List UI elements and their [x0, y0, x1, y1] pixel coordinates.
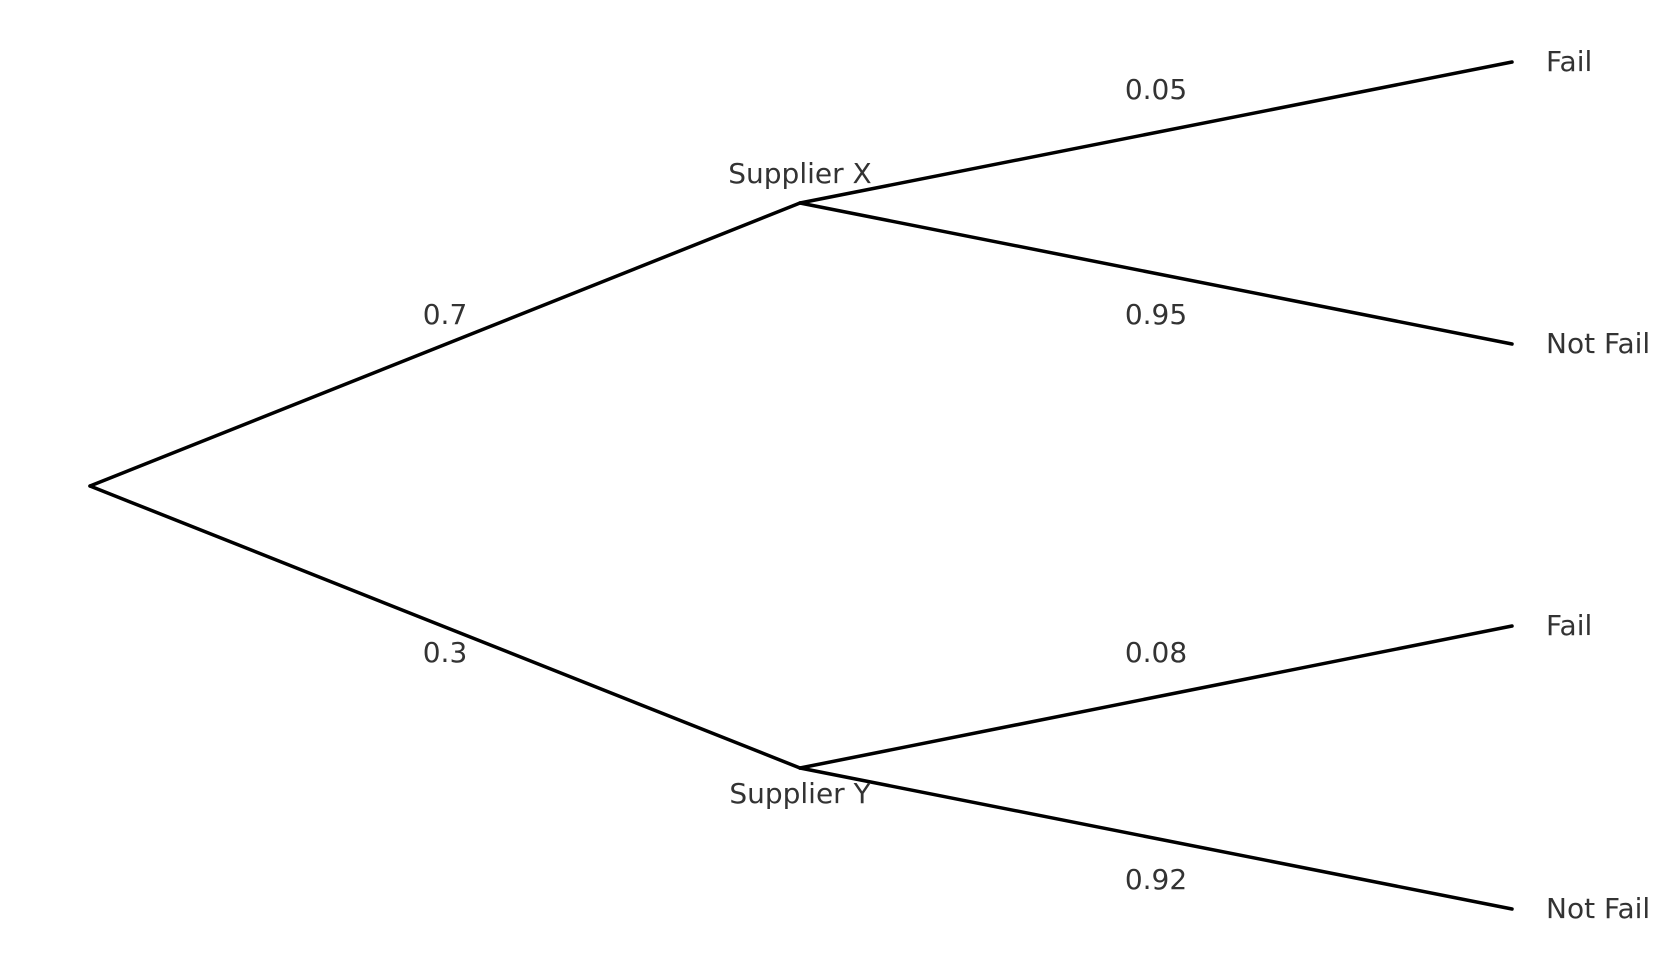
probability-supplier-x: 0.7 [423, 298, 468, 331]
probability-supplier-x-fail: 0.05 [1125, 73, 1187, 106]
branch-supplier-x-fail [798, 60, 1514, 205]
branch-supplier-y-fail [798, 624, 1514, 770]
probability-supplier-y-not-fail: 0.92 [1125, 863, 1187, 896]
probability-supplier-y: 0.3 [423, 636, 468, 669]
outcome-label-supplier-y-not-fail: Not Fail [1546, 892, 1650, 925]
branch-root-to-supplier-y [88, 484, 802, 770]
probability-supplier-y-fail: 0.08 [1125, 636, 1187, 669]
probability-supplier-x-not-fail: 0.95 [1125, 298, 1187, 331]
outcome-label-supplier-y-fail: Fail [1546, 609, 1592, 642]
node-label-supplier-x: Supplier X [728, 157, 871, 190]
outcome-label-supplier-x-fail: Fail [1546, 45, 1592, 78]
outcome-label-supplier-x-not-fail: Not Fail [1546, 327, 1650, 360]
branch-root-to-supplier-x [88, 201, 802, 488]
branch-supplier-x-not-fail [798, 201, 1514, 346]
branch-supplier-y-not-fail [798, 766, 1514, 911]
node-label-supplier-y: Supplier Y [729, 777, 871, 810]
